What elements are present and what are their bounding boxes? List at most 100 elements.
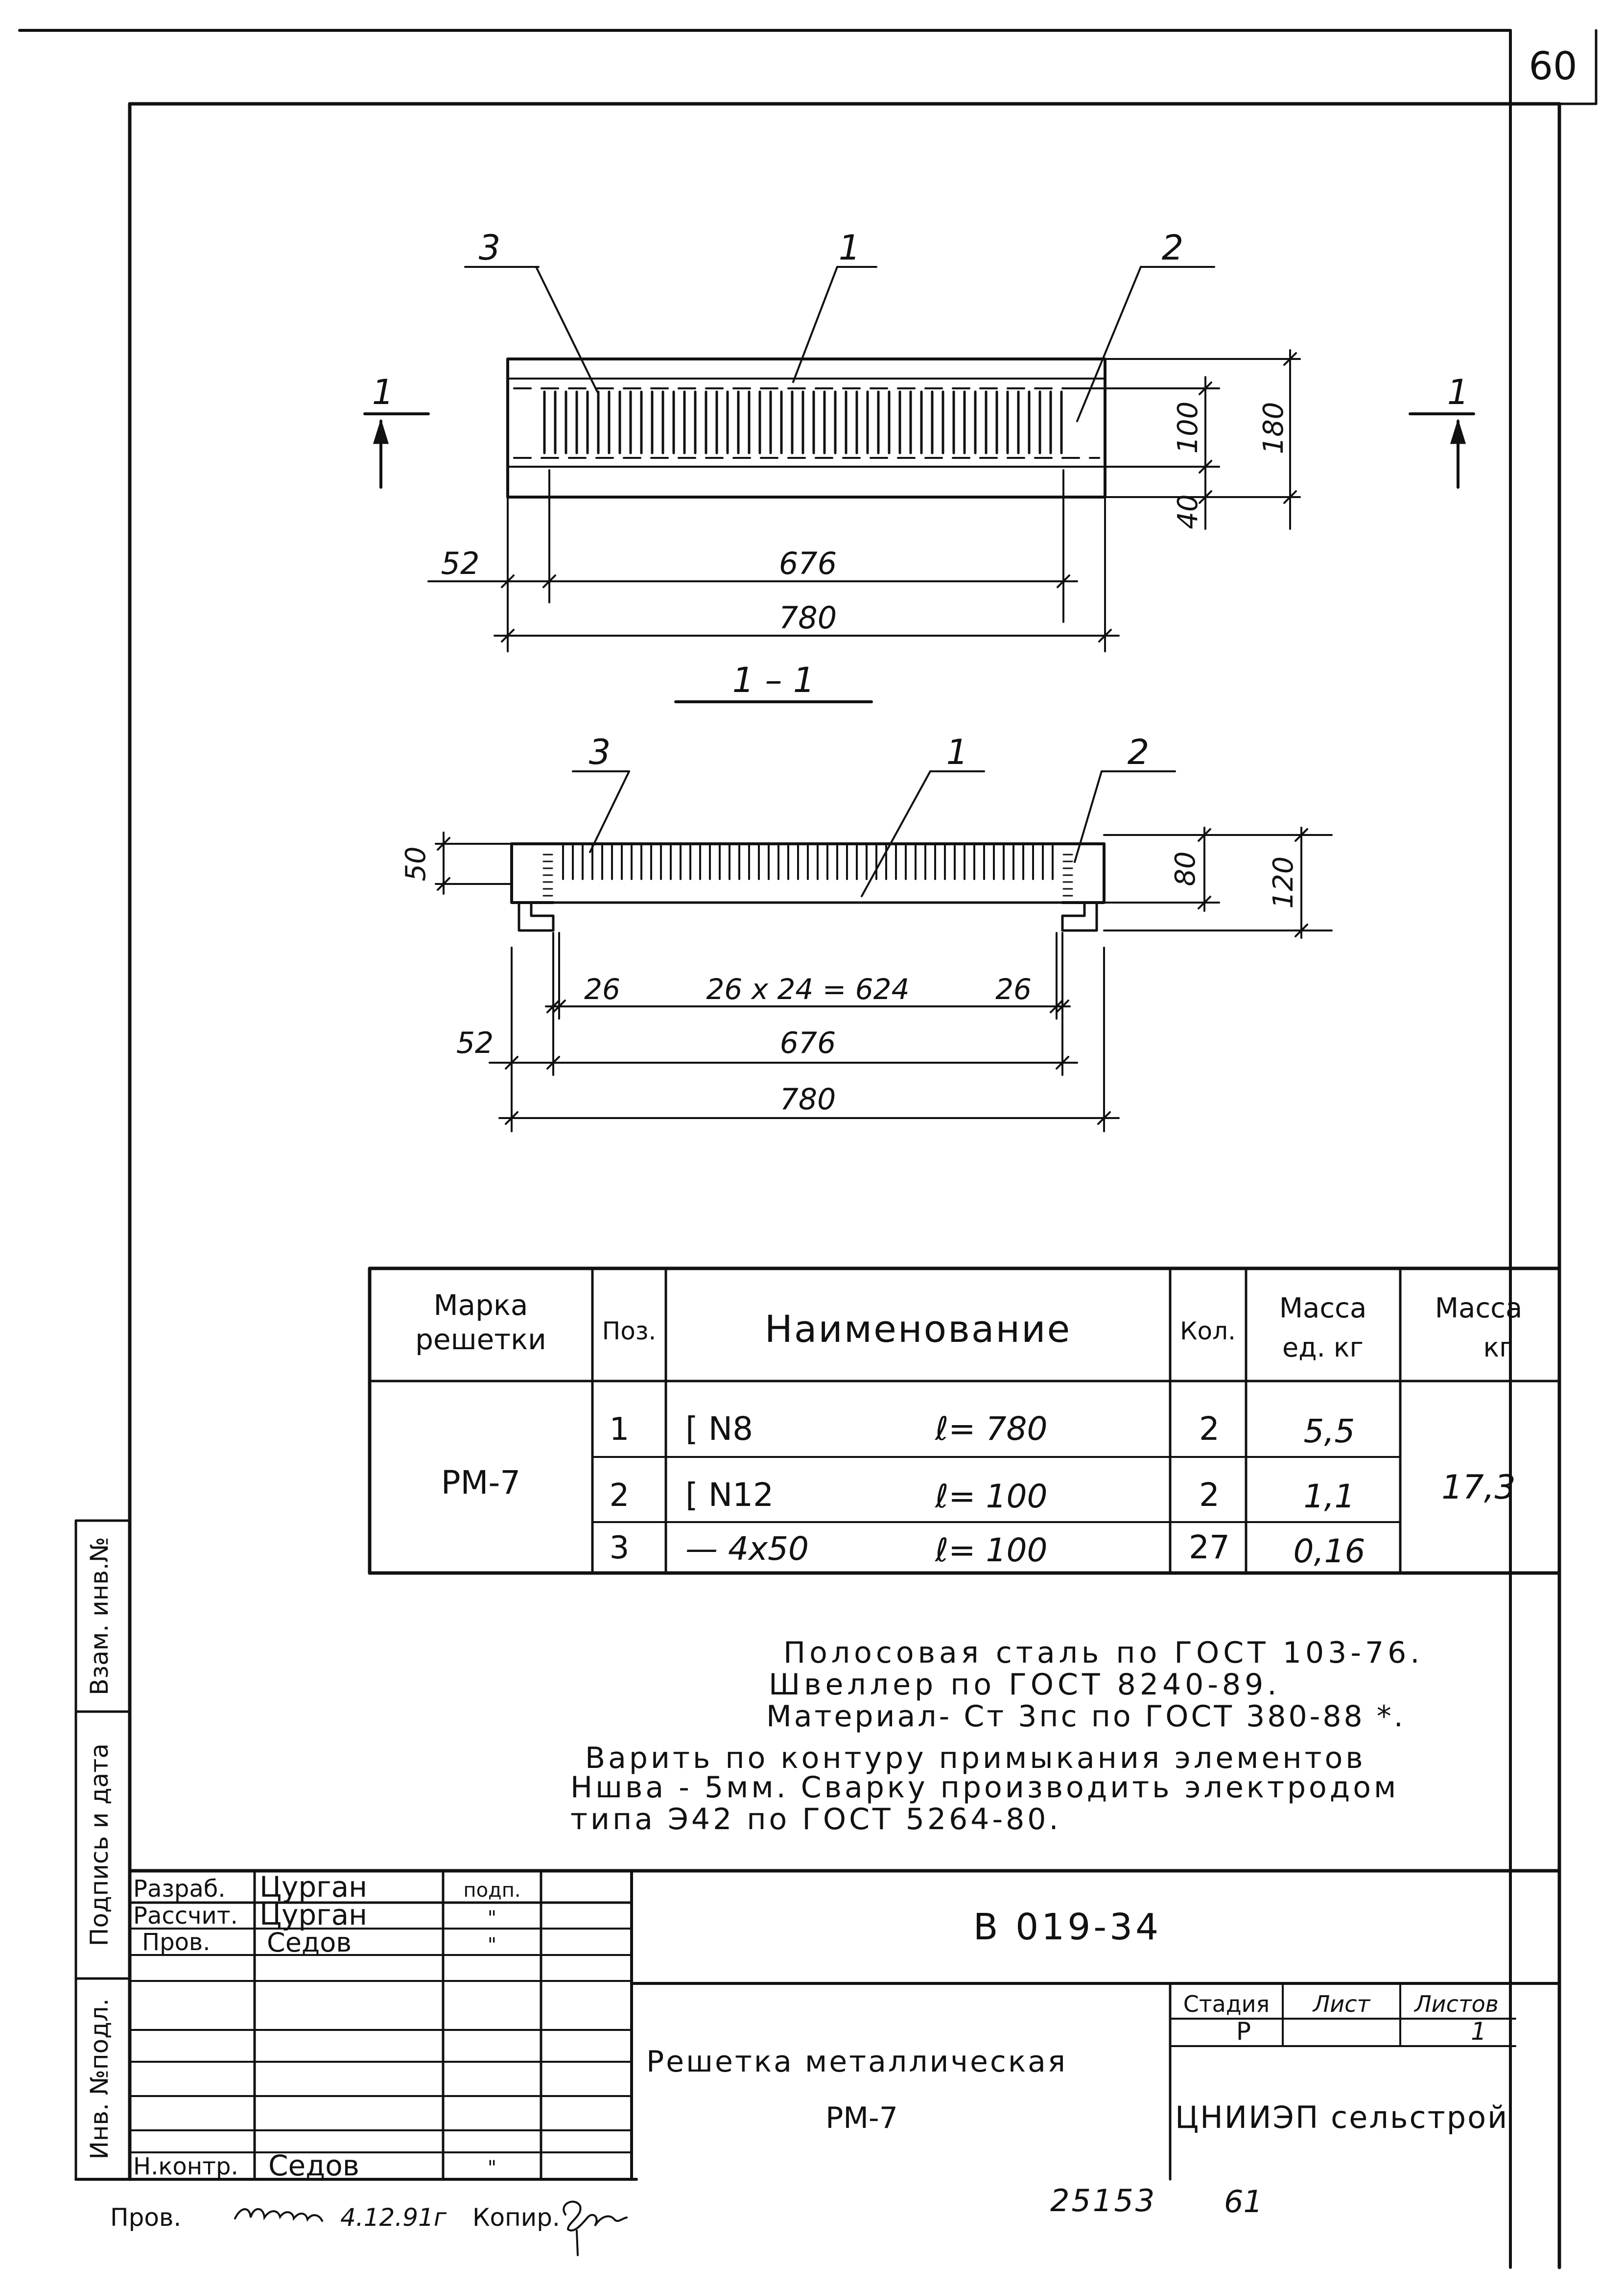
note-line: Варить по контуру примыкания элементов [585, 1741, 1366, 1775]
dimension-tick [1056, 1000, 1069, 1013]
plan-dim-676: 676 [779, 546, 837, 581]
plan-dim-180: 180 [1258, 402, 1290, 454]
row-qty: 2 [1199, 1410, 1220, 1448]
section-dim-120: 120 [1268, 857, 1299, 909]
section-dim-780: 780 [780, 1082, 836, 1117]
sheets-label: Листов [1413, 1991, 1499, 2017]
section-bars [562, 844, 1054, 880]
dimension-tick [1097, 1111, 1111, 1125]
header-mass-line2: кг [1483, 1332, 1513, 1363]
dimension-tick [1199, 460, 1212, 474]
stage-label: Стадия [1183, 1991, 1270, 2017]
plan-callout-1: 1 [839, 228, 861, 268]
role-label: Разраб. [133, 1875, 226, 1903]
row-profile: [ N12 [685, 1476, 774, 1514]
note-line: Материал- Ст 3пс по ГОСТ 380-88 *. [766, 1699, 1406, 1734]
row-qty: 2 [1199, 1476, 1220, 1514]
role-row: Рассчит. Цурган " [133, 1898, 496, 1931]
section-dim-52: 52 [456, 1026, 494, 1060]
section-view [435, 770, 1333, 1132]
plan-dim-52: 52 [441, 546, 480, 581]
dimension-tick [1198, 896, 1211, 909]
table-row: 2 [ N12 ℓ= 100 2 1,1 [610, 1476, 1355, 1515]
note-line: Hшва - 5мм. Сварку производить электродо… [570, 1770, 1399, 1805]
dimension-tick [1199, 490, 1212, 504]
plan-view [363, 266, 1475, 703]
role-label: Н.контр. [133, 2153, 238, 2180]
role-signature: " [488, 1934, 496, 1956]
title-block-grid [128, 1869, 1561, 2181]
section-dim-26-right: 26 [995, 973, 1032, 1006]
dimension-tick [1198, 828, 1211, 842]
plan-callout-2: 2 [1162, 228, 1184, 268]
section-callout-1: 1 [946, 732, 968, 772]
note-line: Швеллер по ГОСТ 8240-89. [769, 1668, 1280, 1702]
role-signature: " [488, 2157, 496, 2179]
plan-callout-3: 3 [479, 228, 501, 268]
copyist-signature [563, 2200, 628, 2256]
section-mark-left: 1 [372, 372, 394, 412]
dimension-tick [1283, 490, 1297, 504]
row-pos: 3 [610, 1530, 630, 1566]
dimension-tick [546, 1000, 560, 1013]
table-row: 1 [ N8 ℓ= 780 2 5,5 [610, 1410, 1355, 1450]
dimension-tick [1056, 1056, 1069, 1070]
sheet-label: Лист [1312, 1991, 1371, 2017]
row-unit-mass: 5,5 [1304, 1412, 1355, 1450]
footer-date: 4.12.91г [340, 2203, 447, 2232]
role-label: Рассчит. [133, 1902, 238, 1930]
drawing-code: В 019-34 [973, 1906, 1161, 1948]
section-dim-26-left: 26 [584, 973, 620, 1006]
section-dim-pitch: 26 x 24 = 624 [706, 973, 910, 1006]
dimension-tick [1294, 924, 1308, 937]
role-name: Цурган [259, 1870, 367, 1904]
table-row: 3 — 4x50 ℓ= 100 27 0,16 [610, 1528, 1365, 1570]
dimension-tick [1057, 574, 1070, 588]
footer-copy: Копир. [472, 2203, 560, 2232]
spec-table-grid [368, 1266, 1561, 1575]
section-dim-80: 80 [1170, 851, 1201, 886]
section-dim-676: 676 [780, 1026, 836, 1060]
header-qty: Кол. [1180, 1317, 1236, 1345]
dimension-tick [542, 574, 556, 588]
row-length: ℓ= 100 [935, 1531, 1048, 1569]
header-unit-mass-line2: ед. кг [1282, 1332, 1364, 1363]
dimension-tick [552, 1000, 566, 1013]
role-signature: подп. [463, 1879, 520, 1902]
role-row: Пров. Седов " [142, 1927, 496, 1958]
dimension-tick [501, 629, 515, 643]
grille-mark: РМ-7 [441, 1464, 521, 1502]
section-title: 1 – 1 [732, 660, 815, 700]
row-pos: 2 [610, 1478, 630, 1514]
role-signature: " [488, 1907, 496, 1930]
role-row: Разраб. Цурган подп. [133, 1870, 521, 1904]
side-stamp-grid [74, 1519, 131, 2181]
header-pos: Поз. [602, 1317, 657, 1345]
dimension-tick [437, 877, 450, 891]
row-pos: 1 [610, 1411, 630, 1448]
left-channel-hatch [542, 854, 553, 897]
dimension-tick [1294, 828, 1308, 842]
plan-bars [543, 390, 1063, 454]
notes: Полосовая сталь по ГОСТ 103-76. Швеллер … [570, 1636, 1419, 1836]
header-name: Наименование [765, 1307, 1072, 1351]
header-unit-mass-line1: Масса [1279, 1292, 1367, 1324]
drawing-title: Решетка металлическая [646, 2045, 1067, 2079]
dimension-tick [1199, 382, 1212, 395]
drawing-subtitle: РМ-7 [825, 2101, 898, 2135]
page-number: 60 [1529, 45, 1577, 89]
dimension-tick [1050, 1000, 1063, 1013]
total-mass: 17,3 [1441, 1468, 1515, 1507]
footer-number: 25153 [1050, 2183, 1156, 2218]
dimension-tick [546, 1056, 560, 1070]
section-mark-right: 1 [1447, 372, 1469, 412]
plan-dimension-ticks [501, 352, 1297, 643]
dimension-tick [501, 574, 515, 588]
section-callout-3: 3 [589, 732, 611, 772]
row-profile: [ N8 [685, 1410, 753, 1448]
dimension-tick [505, 1056, 518, 1070]
header-mark-line2: решетки [415, 1323, 546, 1356]
plan-dim-100: 100 [1172, 402, 1204, 454]
row-profile: — 4x50 [685, 1530, 809, 1568]
